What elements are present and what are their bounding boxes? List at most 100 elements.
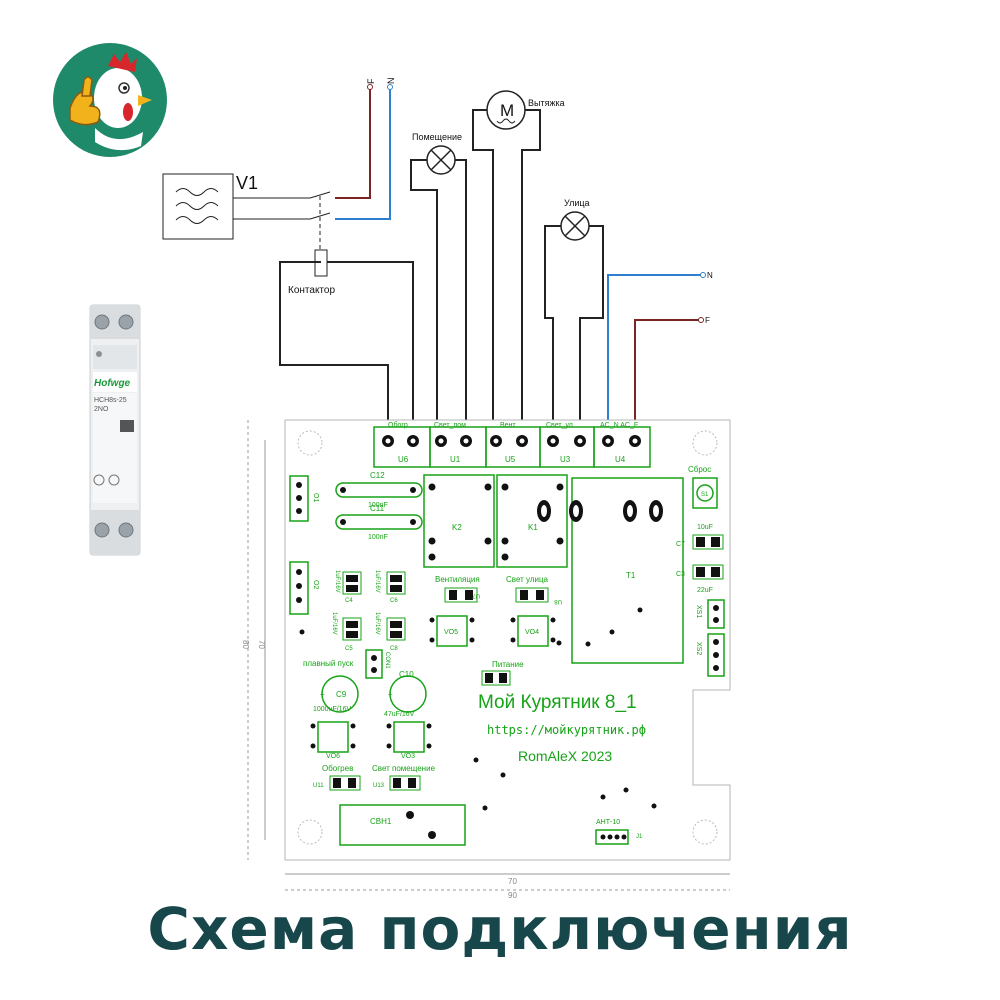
contactor-contacts: 2NO (94, 406, 109, 413)
motor-icon: M (486, 90, 526, 130)
svg-text:+: + (320, 690, 325, 699)
c10-label: C10 (399, 670, 414, 679)
c7-value: 10uF (697, 524, 713, 531)
lamp-icon (426, 145, 456, 175)
capacitor-c3: C3 22uF (676, 564, 724, 594)
connector-o2: O2 (289, 561, 319, 615)
reset-button: S1 Сброс (688, 465, 718, 509)
u7-label: U7 (472, 592, 480, 598)
u8-label: U8 (554, 598, 562, 604)
dimension-lines (247, 420, 730, 891)
supply-right-neutral: N (707, 271, 713, 280)
street-light-label: Свет улица (506, 575, 549, 584)
neutral-wire-right (607, 274, 702, 441)
load-label-street: Улица (564, 198, 590, 208)
vias (299, 607, 657, 811)
c6-value: 1uF/16V (374, 570, 380, 593)
diagram-caption: Схема подключения (147, 895, 853, 963)
soft-start-label: плавный пуск (303, 659, 354, 668)
t1-label: T1 (626, 571, 636, 580)
terminal-id-u3: U3 (560, 455, 571, 464)
o2-label: O2 (312, 580, 319, 589)
c11-label: C11 (370, 504, 385, 513)
rooster-thumbs-up-icon (69, 52, 152, 151)
k2-label: K2 (452, 523, 462, 532)
capacitor-c6: C6 1uF/16V (374, 570, 406, 604)
c4-label: C4 (345, 598, 353, 604)
capacitor-c7: C7 10uF (676, 524, 724, 550)
neutral-wire-top (335, 88, 391, 220)
capacitor-c12: C12 100nF (335, 471, 423, 509)
c12-value: 100nF (368, 502, 388, 509)
c9-label: C9 (336, 690, 347, 699)
capacitor-c9: + C9 1000uF/16V (313, 675, 359, 713)
capacitor-c11: C11 100nF (335, 504, 423, 541)
connector-o1: O1 (289, 475, 319, 522)
antenna-connector: АНТ-10 J1 (595, 819, 643, 845)
terminal-id-u6: U6 (398, 455, 409, 464)
phase-wire-right (634, 319, 700, 441)
k1-label: K1 (528, 523, 538, 532)
sensor-label: СВН1 (370, 817, 392, 826)
xs1-label: XS1 (695, 605, 702, 618)
c5-label: C5 (345, 646, 353, 652)
capacitor-c5: C5 1uF/16V (331, 612, 362, 652)
power-source-v1: V1 (162, 173, 258, 240)
terminal-label-u1: Свет_пом (434, 422, 466, 429)
c8-label: C8 (390, 646, 398, 652)
relay-k2: K2 (423, 474, 495, 568)
contactor-model: HCH8s-25 (94, 397, 127, 404)
contactor-brand: Hofwge (94, 378, 131, 389)
terminal-label-u5: Вент (500, 422, 516, 429)
pcb: 70 90 80 70 U6 U1 U5 (241, 419, 731, 900)
o1-label: O1 (312, 493, 319, 502)
svg-text:+: + (388, 690, 393, 699)
s1-label: S1 (701, 492, 709, 498)
vo6-label: VO6 (326, 753, 340, 760)
contactor-coil-wire (279, 261, 389, 441)
dim-width-outer: 90 (508, 891, 517, 900)
optocoupler-vo6: VO6 (310, 721, 356, 760)
connector-xs2: XS2 (695, 633, 725, 677)
u11-label: U11 (313, 783, 324, 789)
room-light-label: Свет помещение (372, 764, 436, 773)
dim-height-inner: 70 (257, 640, 266, 649)
wiring-schematic: V1 F N Контактор Помещ (162, 78, 713, 441)
j1-label: J1 (636, 834, 643, 840)
contactor-product: Hofwge HCH8s-25 2NO (89, 304, 141, 556)
sensor-connector: СВН1 (339, 804, 466, 846)
vo5-label: VO5 (444, 629, 458, 636)
supply-top-neutral: N (386, 78, 396, 85)
c9-value: 1000uF/16V (313, 706, 351, 713)
street-lamp: Улица (560, 198, 590, 241)
smd-u8: U8 (515, 587, 562, 604)
dim-height-outer: 80 (241, 640, 250, 649)
u13-label: U13 (373, 783, 385, 789)
capacitor-c10: + C10 47uF/16V (384, 670, 427, 718)
breaker-contacts (233, 191, 331, 277)
phase-wire-top (335, 88, 371, 199)
ventilation-label: Вентиляция (435, 575, 480, 584)
dim-width-inner: 70 (508, 877, 517, 886)
c7-label: C7 (676, 541, 685, 548)
din-rail-contactor-icon (89, 304, 141, 556)
reset-label: Сброс (688, 465, 711, 474)
heating-label: Обогрев (322, 764, 353, 773)
lamp-icon (560, 211, 590, 241)
vo4-label: VO4 (525, 629, 539, 636)
terminal-id-u1: U1 (450, 455, 461, 464)
power-label: Питание (492, 660, 524, 669)
terminal-id-u5: U5 (505, 455, 516, 464)
capacitor-c8: C8 1uF/16V (374, 612, 406, 652)
xs2-label: XS2 (695, 642, 702, 655)
terminal-id-u4: U4 (615, 455, 626, 464)
board-url: https://мойкурятник.рф (487, 723, 646, 737)
load-label-room: Помещение (412, 132, 462, 142)
contactor-label: Контактор (288, 285, 335, 296)
exhaust-motor: M Вытяжка (486, 90, 565, 130)
mounting-holes (297, 430, 718, 845)
transformer-t1: T1 (537, 477, 684, 664)
terminal-blocks (373, 426, 651, 468)
c12-label: C12 (370, 471, 385, 480)
c8-value: 1uF/16V (374, 612, 380, 635)
